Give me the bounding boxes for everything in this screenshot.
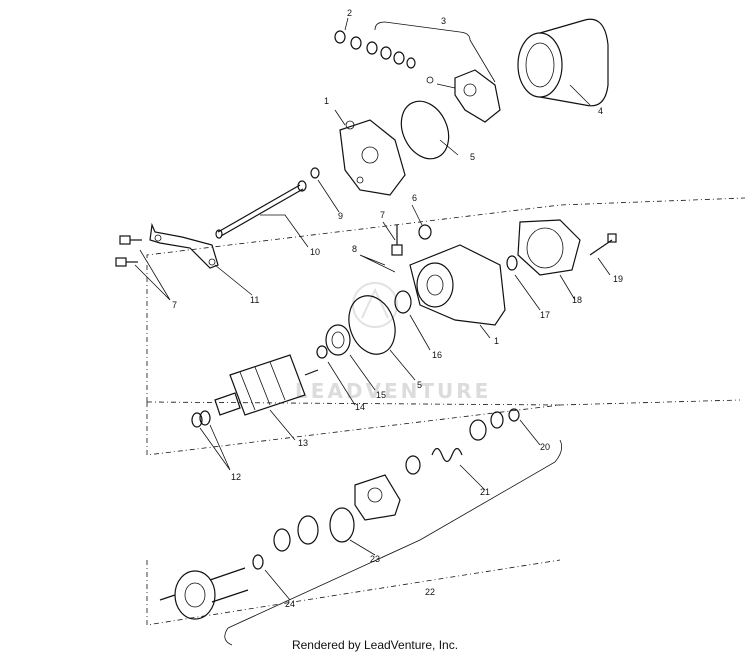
callout-10: 10 (310, 247, 320, 257)
callout-17: 17 (540, 310, 550, 320)
callout-5-lower: 5 (417, 380, 422, 390)
callout-4: 4 (598, 106, 603, 116)
callout-1-upper: 1 (324, 96, 329, 106)
callout-16: 16 (432, 350, 442, 360)
callout-7-mid: 7 (380, 210, 385, 220)
part-end-washers (469, 408, 520, 441)
part-washer-6 (418, 224, 432, 240)
callout-24: 24 (285, 599, 295, 609)
callout-14: 14 (355, 402, 365, 412)
part-washer-stack (334, 30, 416, 69)
part-small-o-ring (310, 167, 320, 179)
part-armature (214, 354, 319, 416)
callout-19: 19 (613, 274, 623, 284)
callout-2: 2 (347, 8, 352, 18)
part-mounting-bracket (149, 222, 219, 269)
callout-15: 15 (376, 390, 386, 400)
part-pinion-gear (159, 567, 249, 620)
callout-3: 3 (441, 16, 446, 26)
part-end-cover-upper (339, 119, 406, 196)
part-gasket-plate (517, 219, 581, 276)
callout-11: 11 (250, 295, 259, 305)
watermark-logo: LEADVENTURE (295, 282, 491, 403)
callout-18: 18 (572, 295, 582, 305)
part-spring-assembly (405, 447, 463, 475)
part-brush-holder (426, 69, 501, 123)
part-bearing (325, 324, 351, 356)
callout-7-left: 7 (172, 300, 177, 310)
part-front-housing (409, 244, 506, 326)
assembly-boundaries (146, 197, 746, 626)
part-through-bolt (215, 180, 307, 239)
callout-1-lower: 1 (494, 336, 499, 346)
callout-8: 8 (352, 244, 357, 254)
callout-12: 12 (231, 472, 241, 482)
part-washer-17 (506, 255, 518, 271)
callout-9: 9 (338, 211, 343, 221)
footer-credit: Rendered by LeadVenture, Inc. (291, 638, 459, 652)
callout-20: 20 (540, 442, 550, 452)
callout-21: 21 (480, 487, 490, 497)
callout-23: 23 (370, 554, 380, 564)
part-o-ring-large (348, 295, 396, 355)
part-clip-24 (252, 554, 264, 570)
part-terminal-bolt (391, 225, 403, 256)
bracket-lines (224, 21, 563, 646)
part-o-ring-16 (394, 290, 412, 314)
callout-labels: 2 3 1 4 5 9 6 7 8 10 11 7 18 19 17 16 1 … (172, 8, 623, 609)
part-commutator-washers (191, 410, 211, 428)
part-o-ring-upper (400, 100, 450, 160)
part-circlip (316, 345, 328, 359)
callout-13: 13 (298, 438, 308, 448)
watermark-text: LEADVENTURE (295, 379, 491, 403)
part-clutch-assembly (354, 474, 401, 521)
part-ring-set-23 (273, 507, 355, 552)
part-bracket-bolts (115, 235, 142, 267)
leader-lines (134, 17, 611, 601)
callout-22: 22 (425, 587, 435, 597)
callout-5-upper: 5 (470, 152, 475, 162)
callout-6: 6 (412, 193, 417, 203)
part-bolt-19 (589, 233, 617, 256)
part-yoke-housing (517, 18, 609, 107)
